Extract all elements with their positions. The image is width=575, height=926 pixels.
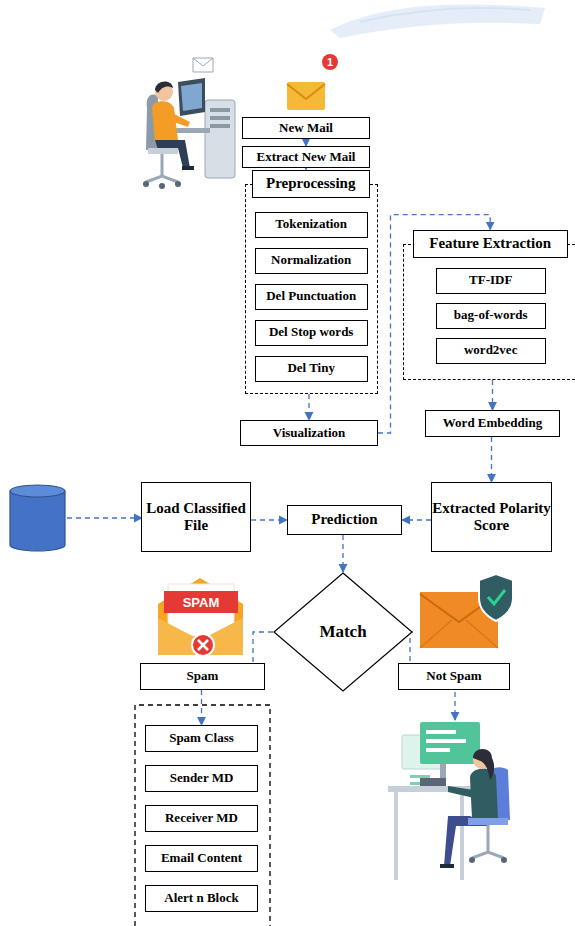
node-label: Preprocessing [266, 175, 355, 192]
method-box: bag-of-words [436, 303, 546, 329]
method-box: word2vec [436, 338, 546, 364]
feature-group: Feature ExtractionTF-IDFbag-of-wordsword… [403, 244, 575, 380]
result-box: Not Spam [398, 663, 510, 690]
flow-arrow [308, 394, 309, 420]
receiver-illustration [388, 722, 510, 880]
flow-arrow [342, 535, 343, 572]
flow-arrow [253, 632, 273, 663]
node-label: Del Stop words [269, 325, 354, 340]
diamond-shape [274, 573, 412, 691]
step-box: Normalization [255, 248, 368, 274]
flow-arrow [491, 437, 492, 482]
badge-number: 1 [327, 56, 333, 68]
safe-mail-icon [420, 574, 513, 648]
result-box: Spam [140, 663, 265, 690]
step-box: Del Stop words [255, 320, 368, 346]
input-box: New Mail [242, 117, 370, 139]
spam-details-frame [135, 705, 270, 926]
node-label: Alert n Block [164, 891, 238, 906]
process-box: Extracted Polarity Score [431, 482, 552, 552]
node-label: Spam Class [169, 731, 234, 746]
group-heading: Preprocessing [252, 170, 370, 198]
node-label: Spam [187, 669, 219, 684]
node-label: bag-of-words [454, 308, 528, 323]
action-box: Spam Class [145, 725, 258, 752]
node-label: Visualization [273, 426, 345, 441]
node-label: Tokenization [275, 217, 347, 232]
action-box: Sender MD [145, 765, 258, 792]
node-label: TF-IDF [469, 273, 512, 288]
process-box: Load Classified File [141, 482, 251, 552]
action-box: Email Content [145, 845, 258, 872]
process-box: Word Embedding [425, 410, 560, 437]
decision-diamond: Match [273, 572, 413, 692]
node-label: Word Embedding [443, 416, 542, 431]
node-label: Normalization [271, 253, 351, 268]
process-box: Visualization [240, 420, 378, 446]
node-label: Sender MD [170, 771, 234, 786]
delivery-link [454, 692, 455, 720]
flow-arrow [402, 519, 431, 520]
step-box: Del Tiny [255, 356, 368, 382]
node-label: Email Content [161, 851, 242, 866]
node-label: Load Classified File [142, 500, 250, 535]
flow-arrow [251, 519, 287, 520]
process-box: Prediction [287, 505, 402, 535]
node-label: Extract New Mail [257, 150, 356, 165]
node-label: Extracted Polarity Score [432, 500, 551, 535]
node-label: Not Spam [426, 669, 481, 684]
stamp-text: SPAM [183, 595, 220, 610]
preprocessing-group: PreprocessingTokenizationNormalizationDe… [245, 184, 378, 394]
database-link [67, 517, 142, 518]
node-label: Match [319, 622, 366, 642]
flow-arrow [410, 632, 413, 663]
action-box: Alert n Block [145, 885, 258, 912]
flow-arrow [492, 380, 493, 410]
step-box: Del Punctuation [255, 284, 368, 310]
node-label: word2vec [464, 343, 517, 358]
method-box: TF-IDF [436, 268, 546, 294]
node-label: Prediction [311, 511, 377, 528]
node-label: Feature Extraction [429, 235, 551, 252]
node-label: Receiver MD [165, 811, 238, 826]
step-box: Tokenization [255, 212, 368, 238]
process-box: Extract New Mail [242, 146, 370, 168]
mail-icon [287, 54, 338, 110]
database-cylinder [10, 485, 65, 551]
group-heading: Feature Extraction [413, 230, 568, 258]
spam-icon [158, 578, 243, 656]
decor-band [330, 4, 545, 38]
node-label: Del Punctuation [266, 289, 356, 304]
action-box: Receiver MD [145, 805, 258, 832]
flow-arrow [201, 690, 202, 725]
user-illustration [143, 58, 235, 189]
flow-arrow [305, 139, 306, 146]
node-label: New Mail [279, 121, 333, 136]
node-label: Del Tiny [287, 361, 335, 376]
